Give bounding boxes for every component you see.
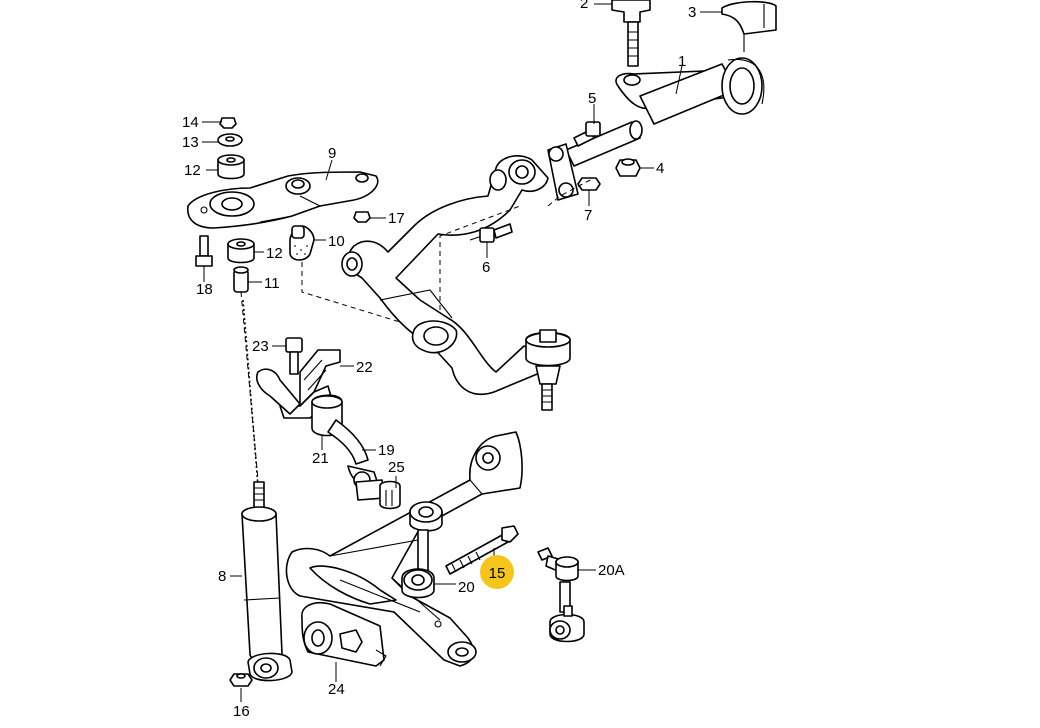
label-24: 24 xyxy=(328,681,345,698)
part-10-bump-stop xyxy=(289,225,315,261)
part-17-nut xyxy=(353,211,371,223)
part-25-bush xyxy=(355,479,401,510)
part-12-bushing-lower xyxy=(227,238,255,264)
part-16-nut xyxy=(229,673,253,687)
part-6-bolt xyxy=(479,223,513,243)
label-8: 8 xyxy=(218,568,226,585)
label-10: 10 xyxy=(328,233,345,250)
part-12-bushing-upper xyxy=(217,154,245,180)
label-18: 18 xyxy=(196,281,213,298)
guide-line-arm xyxy=(439,205,521,310)
label-2: 2 xyxy=(580,0,588,12)
part-18-bolt xyxy=(195,235,213,267)
label-6: 6 xyxy=(482,259,490,276)
part-stabilizer-rod xyxy=(547,120,643,201)
label-1: 1 xyxy=(678,53,686,70)
label-4: 4 xyxy=(656,160,664,177)
label-15-highlight: 15 xyxy=(480,555,514,589)
part-2-stud-bolt xyxy=(611,0,651,67)
label-22: 22 xyxy=(356,359,373,376)
part-4-nut xyxy=(615,158,641,177)
highlight-circle xyxy=(480,555,514,589)
part-lower-control-arm xyxy=(285,431,523,667)
guide-line-bumpstop xyxy=(301,262,401,323)
label-5: 5 xyxy=(588,90,596,107)
part-ball-joint xyxy=(525,329,571,411)
part-20a-coupling-rod-assembly xyxy=(537,547,585,643)
part-9-strut-mount-plate xyxy=(187,171,379,229)
part-5-bolt xyxy=(573,121,601,147)
label-7: 7 xyxy=(584,207,592,224)
part-20-coupling-rod xyxy=(401,501,443,599)
label-23: 23 xyxy=(252,338,269,355)
label-20: 20 xyxy=(458,579,475,596)
label-3: 3 xyxy=(688,4,696,21)
label-17: 17 xyxy=(388,210,405,227)
part-14-nut xyxy=(219,117,237,129)
leader-lines xyxy=(202,3,722,702)
part-1-stabilizer-bar-upper xyxy=(615,57,765,125)
label-21: 21 xyxy=(312,450,329,467)
part-11-spacer-sleeve xyxy=(233,266,249,293)
part-23-bolt xyxy=(285,337,303,375)
part-19-stabilizer-bar-lower xyxy=(255,368,379,489)
label-9: 9 xyxy=(328,145,336,162)
label-12-lower: 12 xyxy=(266,245,283,262)
part-3-bracket-cap xyxy=(721,0,777,52)
label-11: 11 xyxy=(264,275,280,292)
part-upper-wishbone-arm xyxy=(341,155,549,395)
label-13: 13 xyxy=(182,134,199,151)
label-12-upper: 12 xyxy=(184,162,201,179)
label-25: 25 xyxy=(388,459,405,476)
label-20a: 20A xyxy=(598,562,625,579)
label-15: 15 xyxy=(489,565,506,582)
part-15-bolt xyxy=(445,525,519,575)
label-16: 16 xyxy=(233,703,250,720)
label-14: 14 xyxy=(182,114,199,131)
part-8-shock-absorber xyxy=(241,481,293,682)
label-19: 19 xyxy=(378,442,395,459)
part-13-washer xyxy=(217,133,243,147)
part-24-mounting-bracket xyxy=(301,602,387,667)
part-7-nut xyxy=(577,177,601,191)
